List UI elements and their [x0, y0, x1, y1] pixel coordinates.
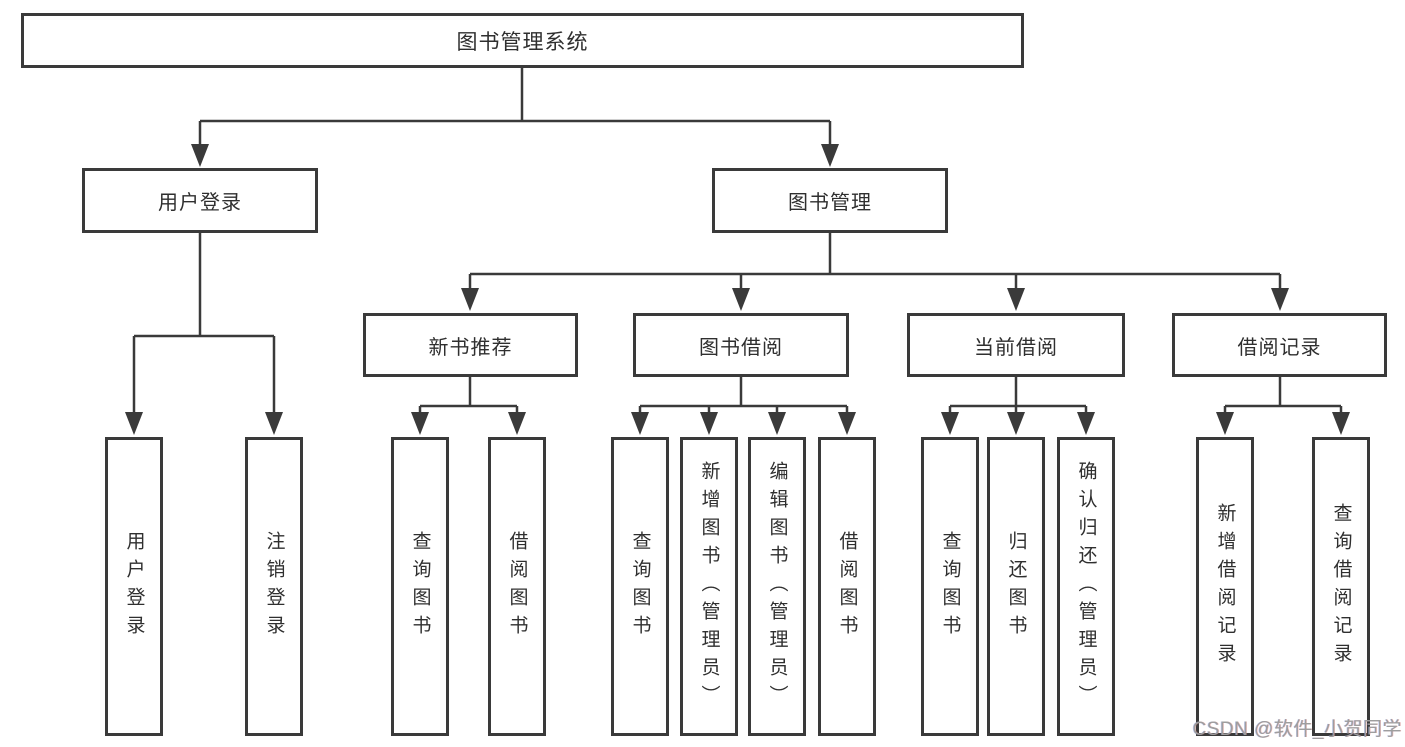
leaf-label: 编辑图书（管理员） [766, 460, 788, 713]
node-borrowing-records: 借阅记录 [1172, 313, 1387, 377]
leaf-label: 确认归还（管理员） [1075, 460, 1097, 713]
leaf-label: 查询图书 [939, 530, 961, 643]
leaf-borrow-books-recommend: 借阅图书 [488, 437, 546, 736]
leaf-label: 用户登录 [123, 530, 145, 643]
leaf-query-books-current: 查询图书 [921, 437, 979, 736]
node-book-borrowing: 图书借阅 [633, 313, 849, 377]
leaf-label: 借阅图书 [506, 530, 528, 643]
leaf-label: 查询图书 [409, 530, 431, 643]
leaf-add-borrow-record: 新增借阅记录 [1196, 437, 1254, 736]
node-user-login: 用户登录 [82, 168, 318, 233]
node-label: 图书管理 [788, 192, 872, 214]
node-new-book-recommendation: 新书推荐 [363, 313, 578, 377]
leaf-logout: 注销登录 [245, 437, 303, 736]
leaf-edit-books-admin: 编辑图书（管理员） [748, 437, 806, 736]
leaf-label: 注销登录 [263, 530, 285, 643]
watermark: CSDN @软件_小贺同学 [1192, 719, 1402, 740]
leaf-label: 查询借阅记录 [1330, 502, 1352, 671]
node-label: 当前借阅 [974, 336, 1058, 359]
leaf-label: 新增借阅记录 [1214, 502, 1236, 671]
leaf-label: 查询图书 [629, 530, 651, 643]
leaf-confirm-return-admin: 确认归还（管理员） [1057, 437, 1115, 736]
leaf-user-login: 用户登录 [105, 437, 163, 736]
node-label: 图书管理系统 [456, 30, 589, 54]
leaf-query-borrow-record: 查询借阅记录 [1312, 437, 1370, 736]
leaf-add-books-admin: 新增图书（管理员） [680, 437, 738, 736]
node-label: 图书借阅 [699, 336, 783, 359]
node-book-management: 图书管理 [712, 168, 948, 233]
node-label: 用户登录 [158, 192, 242, 214]
node-library-management-system: 图书管理系统 [21, 13, 1024, 68]
leaf-borrow-books: 借阅图书 [818, 437, 876, 736]
leaf-query-books-borrow: 查询图书 [611, 437, 669, 736]
leaf-query-books-recommend: 查询图书 [391, 437, 449, 736]
leaf-label: 借阅图书 [836, 530, 858, 643]
node-label: 新书推荐 [428, 336, 513, 359]
arrowheads [125, 144, 1350, 435]
leaf-label: 新增图书（管理员） [698, 460, 720, 713]
leaf-label: 归还图书 [1005, 530, 1027, 643]
leaf-return-books: 归还图书 [987, 437, 1045, 736]
node-current-borrowing: 当前借阅 [907, 313, 1125, 377]
node-label: 借阅记录 [1237, 336, 1322, 359]
